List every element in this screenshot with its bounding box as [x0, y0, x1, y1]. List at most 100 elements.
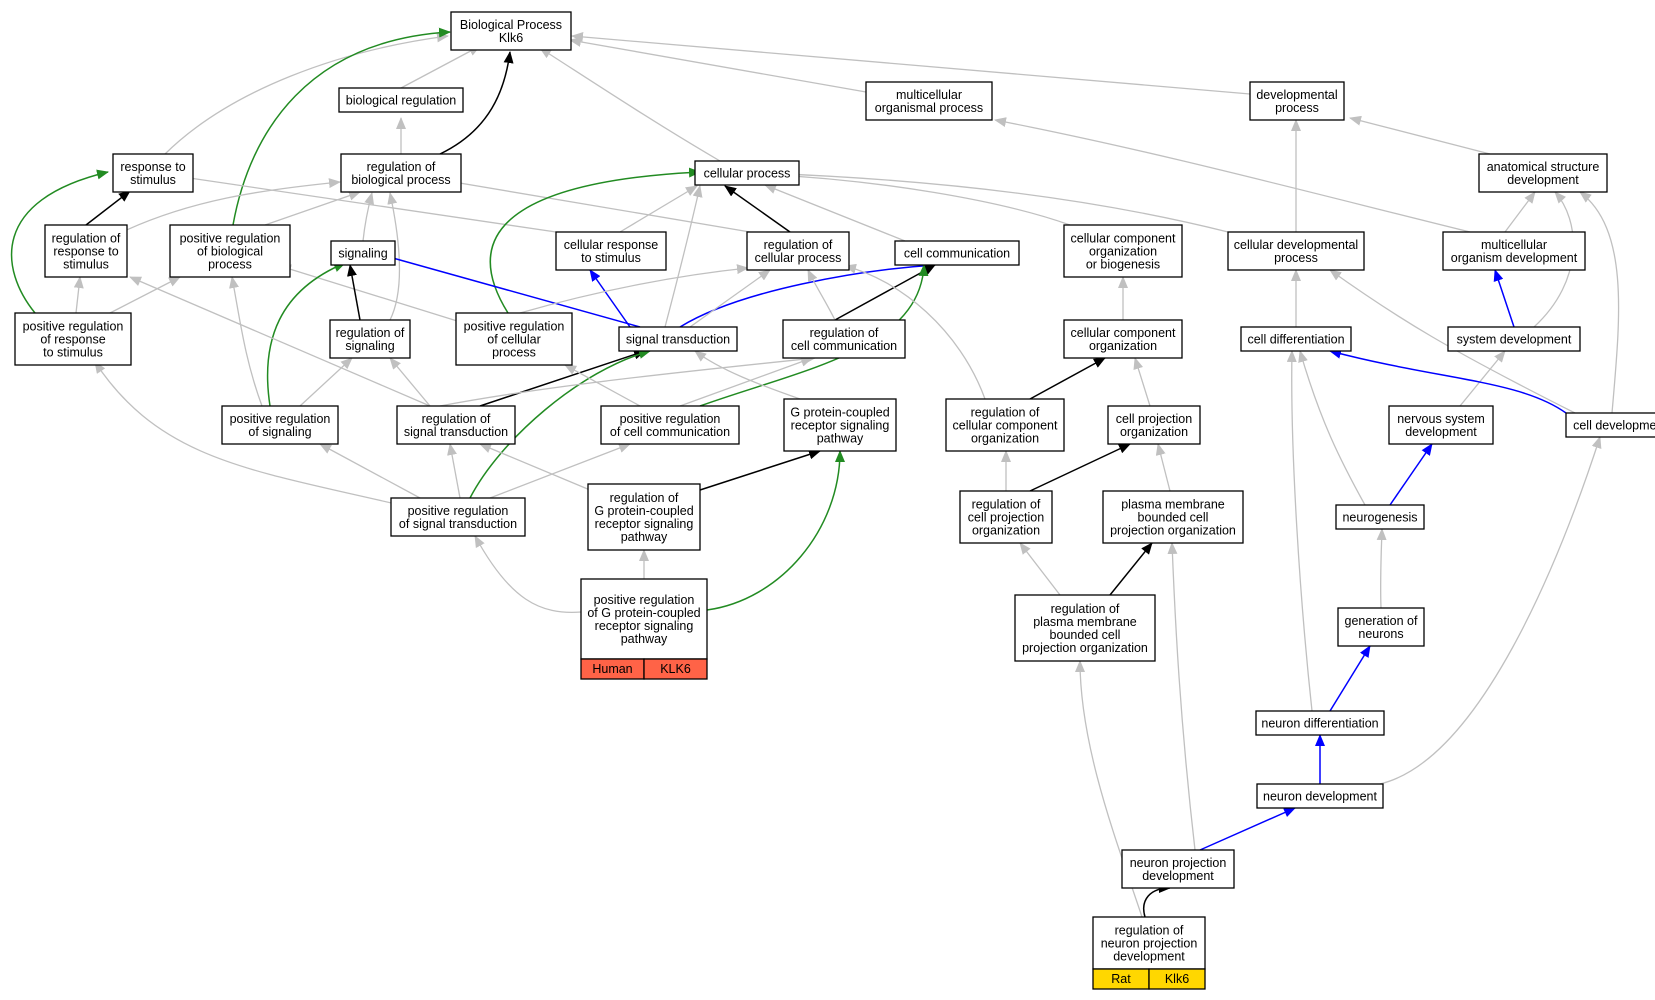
edge-mod-asd — [1504, 191, 1536, 233]
node-box-gpcr — [783, 398, 897, 452]
node-label-gpcr-2: pathway — [817, 431, 864, 445]
node-label-asd-1: development — [1507, 173, 1579, 187]
node-label-posreggpcr-1: of G protein-coupled — [587, 606, 700, 620]
edge-posregst-posregsig — [319, 443, 421, 499]
edge-neurogen-celldiff — [1298, 350, 1366, 506]
node-label-regcco-0: regulation of — [971, 405, 1040, 419]
node-label-sigtrans-0: signal transduction — [626, 332, 730, 346]
node-label-regsig-0: regulation of — [336, 326, 405, 340]
legend-rat-species: Rat — [1111, 972, 1131, 986]
edge-resp-root — [164, 32, 449, 155]
edge-regsig-regbp — [387, 192, 401, 321]
node-box-neurdev — [1256, 783, 1384, 809]
node-label-celldev-0: cell development — [1573, 418, 1655, 432]
node-label-posreggpcr-0: positive regulation — [594, 593, 695, 607]
edge-celldev-celldevproc — [1329, 269, 1576, 414]
node-label-posregcc-1: of cell communication — [610, 425, 730, 439]
node-box-devproc — [1249, 81, 1345, 121]
node-label-npd-0: neuron projection — [1130, 856, 1227, 870]
node-label-resp-0: response to — [120, 160, 185, 174]
edge-devproc-root — [571, 31, 1251, 95]
edge-bioreg-root — [400, 45, 481, 89]
node-box-cco — [1063, 319, 1183, 359]
legend-rat-gene: Klk6 — [1165, 972, 1189, 986]
node-label-regpmbcpo-2: bounded cell — [1050, 628, 1121, 642]
node-label-posregcp-0: positive regulation — [464, 319, 565, 333]
edge-regst-regresp — [129, 276, 431, 407]
legend-human-gene: KLK6 — [660, 662, 691, 676]
node-label-regpmbcpo-1: plasma membrane — [1033, 615, 1137, 629]
edge-nsd-sysdev — [1459, 350, 1506, 407]
node-box-posregst — [390, 497, 526, 537]
node-label-mod-0: multicellular — [1481, 238, 1547, 252]
edge-celldev-asd — [1579, 191, 1620, 414]
edge-regcp-cellproc — [724, 185, 791, 233]
node-label-cellresp-1: to stimulus — [581, 251, 641, 265]
edge-layer — [10, 27, 1620, 918]
node-celldiff: cell differentiation — [1240, 326, 1352, 352]
node-label-regcp-1: cellular process — [755, 251, 842, 265]
node-celldev: cell development — [1565, 412, 1655, 438]
edge-mod-mcop — [994, 117, 1471, 233]
node-label-posregcp-1: of cellular — [487, 332, 541, 346]
node-label-npd-1: development — [1142, 869, 1214, 883]
edge-genneur-neurogen — [1376, 528, 1387, 609]
edge-posregcp-posregbp — [279, 264, 471, 326]
node-label-regpmbcpo-0: regulation of — [1051, 602, 1120, 616]
edge-cellcomm-cellproc — [764, 184, 906, 242]
node-box-regpmbcpo — [1014, 594, 1156, 662]
node-box-posregbp — [169, 224, 291, 278]
node-label-regcc-0: regulation of — [810, 326, 879, 340]
node-label-regnpd-0: regulation of — [1115, 923, 1184, 937]
node-box-regresp — [44, 224, 128, 278]
node-sigtrans: signal transduction — [618, 326, 738, 352]
node-box-regbp — [340, 153, 462, 193]
edge-celldev-celldiff — [1329, 348, 1567, 414]
edge-neurdiff-celldiff — [1286, 350, 1313, 712]
node-box-posregcp — [455, 312, 573, 366]
edge-cpo-cco — [1133, 357, 1151, 407]
node-box-regcp — [746, 231, 850, 271]
node-neurogen: neurogenesis — [1335, 504, 1425, 530]
edge-sigtrans-cellresp — [589, 269, 631, 328]
node-label-signaling-0: signaling — [338, 246, 387, 260]
node-box-mcop — [865, 81, 993, 121]
node-label-bioreg-0: biological regulation — [346, 93, 457, 107]
edge-asd-devproc — [1349, 115, 1491, 155]
edge-posregsig-posregbp — [229, 276, 263, 407]
node-box-ccob — [1063, 224, 1183, 278]
node-label-celldiff-0: cell differentiation — [1247, 332, 1344, 346]
node-label-posregcc-0: positive regulation — [620, 412, 721, 426]
edge-regst-regsig — [389, 357, 431, 407]
node-label-regcc-1: cell communication — [791, 339, 897, 353]
node-label-regpmbcpo-3: projection organization — [1022, 641, 1148, 655]
node-label-cco-0: cellular component — [1071, 326, 1176, 340]
node-label-regnpd-1: neuron projection — [1101, 936, 1198, 950]
node-label-regresp-0: regulation of — [52, 231, 121, 245]
edge-neurdiff-genneur — [1329, 645, 1371, 712]
edge-posregcp-cellproc — [489, 167, 701, 314]
node-label-root-1: Klk6 — [499, 31, 523, 45]
node-label-posregbp-2: process — [208, 257, 252, 271]
edge-posregresp-resp — [10, 169, 109, 314]
node-label-posregresp-0: positive regulation — [23, 319, 124, 333]
node-label-regcp-0: regulation of — [764, 238, 833, 252]
node-box-regcpo — [959, 490, 1053, 544]
edge-regnpd-npd — [1143, 883, 1171, 918]
edge-posreggpcr-posregst — [474, 535, 582, 614]
